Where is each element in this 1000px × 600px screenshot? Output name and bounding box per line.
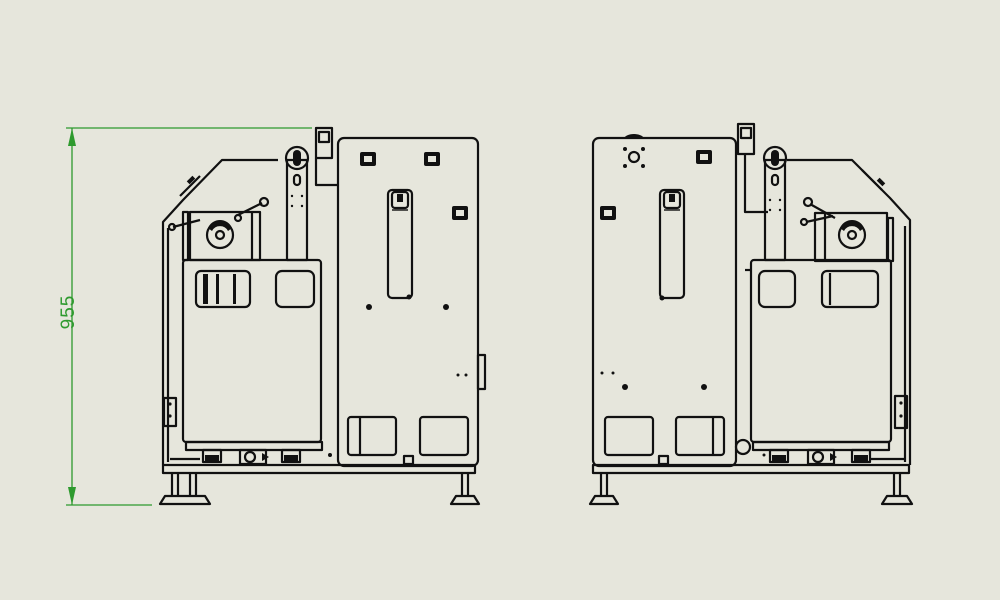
- leveling-foot: [158, 473, 212, 506]
- mounting-bracket: [360, 152, 468, 220]
- fan-vent: [623, 147, 645, 168]
- inverter-display: [386, 188, 414, 300]
- height-dimension: [66, 127, 312, 506]
- mounting-bracket: [600, 150, 712, 220]
- bottom-valves: [762, 448, 904, 466]
- inverter-display: [658, 188, 686, 301]
- leveling-foot: [880, 473, 914, 506]
- leveling-foot: [588, 473, 620, 506]
- bottom-valves: [170, 448, 332, 466]
- leveling-foot: [449, 473, 481, 506]
- height-dimension-label: 955: [58, 294, 79, 330]
- fastener-marks: [768, 198, 782, 212]
- fastener-marks: [290, 194, 304, 208]
- left-elevation-view: [158, 126, 487, 506]
- right-elevation-view: [588, 122, 914, 506]
